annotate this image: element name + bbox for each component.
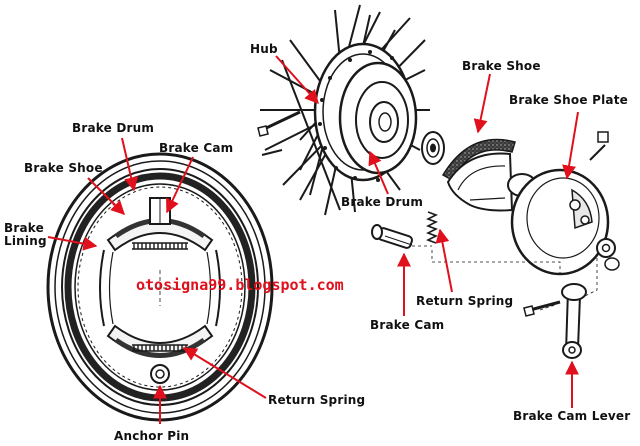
spoked-hub	[257, 4, 430, 216]
label-brake-lining: Brake Lining	[4, 222, 47, 248]
brake-shoe-right	[441, 138, 537, 212]
label-brake-cam-lever: Brake Cam Lever	[513, 409, 631, 423]
brake-shoe-plate	[510, 131, 610, 276]
nut-and-washer	[596, 238, 620, 271]
leader-brake-drum-left	[121, 137, 138, 192]
anchor-pin-circle	[150, 364, 170, 384]
label-brake-shoe-left: Brake Shoe	[24, 161, 103, 175]
label-brake-cam-right: Brake Cam	[370, 318, 445, 332]
leader-brake-shoe-plate	[562, 111, 579, 180]
brake-cam-lever-part	[523, 283, 587, 359]
label-brake-drum-right: Brake Drum	[341, 195, 424, 209]
leader-brake-lining	[47, 236, 98, 251]
leader-brake-shoe-right	[473, 73, 491, 134]
label-anchor-pin: Anchor Pin	[114, 429, 190, 443]
label-return-spring-right: Return Spring	[416, 294, 514, 308]
label-brake-lining-line2: Lining	[4, 234, 47, 248]
return-spring-part	[426, 211, 438, 244]
label-brake-lining-line1: Brake	[4, 221, 44, 235]
label-return-spring-left: Return Spring	[268, 393, 366, 407]
bearing	[421, 131, 445, 165]
leader-brake-shoe-left	[87, 177, 125, 215]
label-brake-cam-left: Brake Cam	[159, 141, 234, 155]
top-return-spring	[132, 242, 188, 250]
leader-hub	[275, 55, 319, 105]
leader-return-spring-left	[182, 347, 267, 399]
label-hub: Hub	[250, 42, 278, 56]
label-brake-drum-left: Brake Drum	[72, 121, 155, 135]
brake-cam-part	[371, 224, 413, 249]
leader-brake-cam-left	[166, 156, 194, 214]
watermark: otosigna99.blogspot.com	[136, 276, 344, 294]
leader-brake-drum-right	[368, 150, 389, 195]
bottom-return-spring	[132, 344, 188, 352]
leader-lines	[47, 55, 579, 424]
label-brake-shoe-plate: Brake Shoe Plate	[509, 93, 628, 107]
label-brake-shoe-right: Brake Shoe	[462, 59, 541, 73]
leader-return-spring-right	[435, 228, 453, 293]
